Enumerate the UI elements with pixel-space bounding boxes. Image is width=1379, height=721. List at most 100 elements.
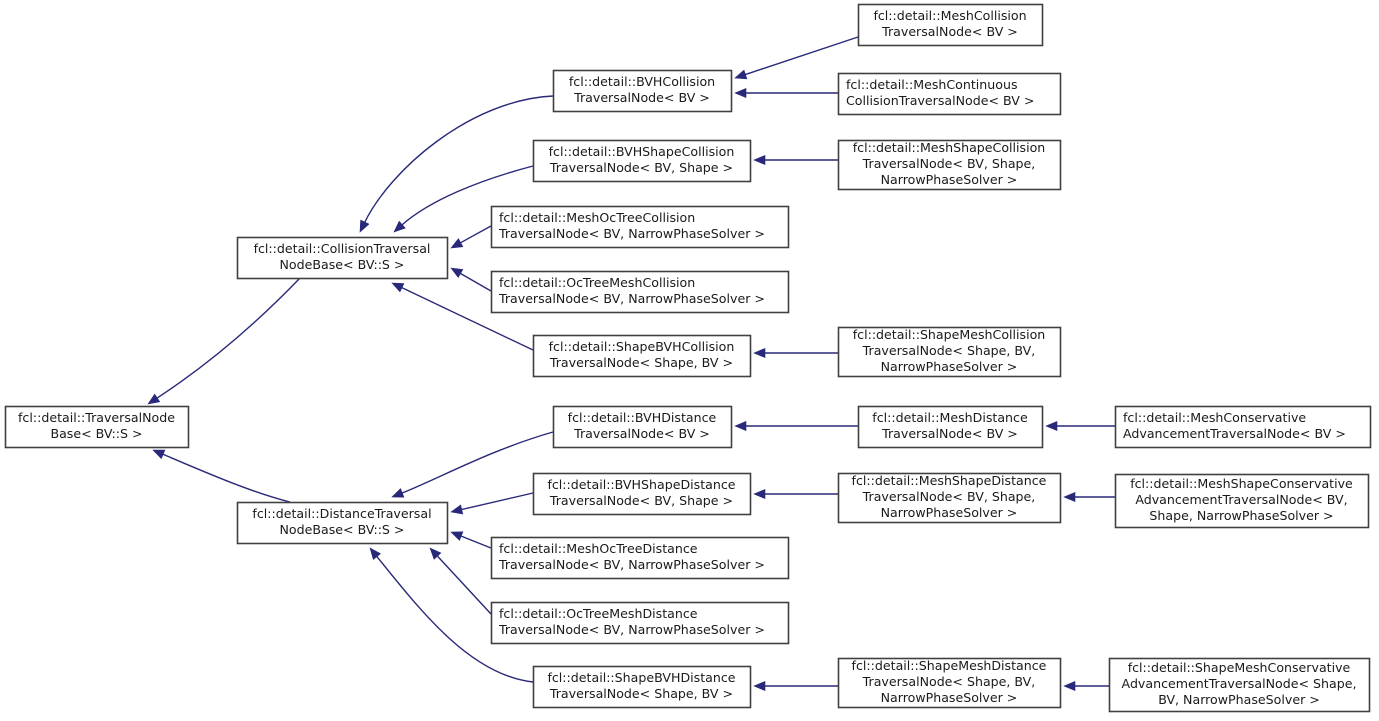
inheritance-arrow-head [734, 87, 747, 99]
class-node-label-line: TraversalNode< BV, Shape > [549, 160, 733, 175]
inheritance-arrow-head [393, 220, 406, 233]
class-node-box [236, 501, 449, 545]
inheritance-arrow-head [450, 504, 464, 515]
class-node-label-line: TraversalNode< Shape, BV > [549, 355, 733, 370]
inheritance-edge-line [400, 286, 534, 351]
class-node-label-line: TraversalNode< BV > [881, 24, 1018, 39]
class-node-label-line: fcl::detail::BVHDistance [568, 410, 717, 425]
class-node-octree-mesh-collision-traversal-node[interactable]: fcl::detail::OcTreeMeshCollisionTraversa… [490, 270, 790, 314]
class-node-box [490, 601, 790, 645]
inheritance-arrow-head [147, 393, 161, 405]
class-node-shape-bvh-distance-traversal-node[interactable]: fcl::detail::ShapeBVHDistanceTraversalNo… [532, 665, 752, 709]
class-node-label-line: NarrowPhaseSolver > [881, 690, 1018, 705]
class-node-shape-mesh-conservative-advancement-traversal-node[interactable]: fcl::detail::ShapeMeshConservativeAdvanc… [1108, 657, 1371, 713]
class-node-collision-traversal-node-base[interactable]: fcl::detail::CollisionTraversalNodeBase<… [236, 236, 449, 280]
inheritance-arrow-head [152, 449, 166, 460]
class-node-box [1114, 473, 1370, 529]
class-node-mesh-shape-distance-traversal-node[interactable]: fcl::detail::MeshShapeDistanceTraversalN… [837, 472, 1062, 524]
class-node-shape-mesh-collision-traversal-node[interactable]: fcl::detail::ShapeMeshCollisionTraversal… [837, 326, 1062, 378]
class-node-label-line: BV, NarrowPhaseSolver > [1158, 692, 1320, 707]
class-node-label-line: TraversalNode< Shape, BV, [862, 343, 1036, 358]
inheritance-arrow-head [753, 680, 766, 692]
inheritance-edge-line [460, 535, 492, 549]
inheritance-arrow-head [369, 547, 382, 560]
class-node-label-line: fcl::detail::OcTreeMeshCollision [499, 275, 695, 290]
inheritance-arrow-head [734, 69, 748, 80]
class-node-label-line: TraversalNode< BV > [573, 426, 710, 441]
class-node-label-line: TraversalNode< BV, NarrowPhaseSolver > [498, 291, 765, 306]
class-node-label-line: fcl::detail::MeshCollision [873, 8, 1026, 23]
inheritance-edge-line [161, 453, 291, 503]
class-node-label-line: NarrowPhaseSolver > [881, 172, 1018, 187]
inheritance-edge-line [401, 165, 534, 226]
class-node-label-line: Shape, NarrowPhaseSolver > [1149, 508, 1333, 523]
inheritance-arrow-head [753, 347, 766, 359]
class-node-shape-bvh-collision-traversal-node[interactable]: fcl::detail::ShapeBVHCollisionTraversalN… [532, 334, 752, 378]
inheritance-arrow-head [1063, 680, 1076, 692]
class-node-mesh-shape-collision-traversal-node[interactable]: fcl::detail::MeshShapeCollisionTraversal… [837, 139, 1062, 191]
class-node-distance-traversal-node-base[interactable]: fcl::detail::DistanceTraversalNodeBase< … [236, 501, 449, 545]
class-node-label-line: TraversalNode< BV, Shape, [862, 156, 1036, 171]
inheritance-edge [753, 680, 838, 692]
inheritance-edge [391, 282, 534, 351]
class-node-label-line: AdvancementTraversalNode< Shape, [1122, 676, 1357, 691]
class-node-octree-mesh-distance-traversal-node[interactable]: fcl::detail::OcTreeMeshDistanceTraversal… [490, 601, 790, 645]
inheritance-edge-line [363, 95, 554, 224]
inheritance-edge [429, 547, 492, 615]
class-node-label-line: fcl::detail::MeshContinuous [846, 77, 1018, 92]
class-node-mesh-shape-conservative-advancement-traversal-node[interactable]: fcl::detail::MeshShapeConservativeAdvanc… [1114, 473, 1370, 529]
class-node-mesh-distance-traversal-node[interactable]: fcl::detail::MeshDistanceTraversalNode< … [857, 405, 1044, 449]
class-node-label-line: fcl::detail::DistanceTraversal [252, 506, 431, 521]
class-node-mesh-continuous-collision-traversal-node[interactable]: fcl::detail::MeshContinuousCollisionTrav… [837, 72, 1062, 116]
class-node-label-line: NodeBase< BV::S > [280, 257, 405, 272]
class-node-box [4, 405, 190, 449]
inheritance-arrow-head [391, 282, 405, 293]
class-node-label-line: TraversalNode< BV > [881, 426, 1018, 441]
inheritance-edge [734, 36, 859, 80]
class-node-label-line: fcl::detail::MeshShapeDistance [852, 473, 1047, 488]
class-node-label-line: NodeBase< BV::S > [280, 522, 405, 537]
inheritance-edge [734, 420, 858, 432]
class-node-label-line: AdvancementTraversalNode< BV > [1123, 426, 1346, 441]
inheritance-edge-line [460, 492, 534, 511]
inheritance-edge [359, 95, 554, 233]
inheritance-edge [450, 492, 534, 515]
class-node-bvh-shape-distance-traversal-node[interactable]: fcl::detail::BVHShapeDistanceTraversalNo… [532, 472, 752, 516]
inheritance-edge [753, 488, 838, 500]
inheritance-edge [391, 431, 554, 498]
class-node-box [1114, 405, 1372, 449]
class-node-mesh-conservative-advancement-traversal-node[interactable]: fcl::detail::MeshConservativeAdvancement… [1114, 405, 1372, 449]
class-node-box [532, 665, 752, 709]
class-node-mesh-octree-distance-traversal-node[interactable]: fcl::detail::MeshOcTreeDistanceTraversal… [490, 536, 790, 580]
class-node-label-line: TraversalNode< BV > [573, 90, 710, 105]
class-node-label-line: TraversalNode< Shape, BV > [549, 686, 733, 701]
inheritance-arrow-head [1045, 420, 1058, 432]
class-node-box [552, 69, 733, 113]
class-node-bvh-collision-traversal-node[interactable]: fcl::detail::BVHCollisionTraversalNode< … [552, 69, 733, 113]
class-node-label-line: fcl::detail::TraversalNode [18, 410, 175, 425]
class-node-bvh-shape-collision-traversal-node[interactable]: fcl::detail::BVHShapeCollisionTraversalN… [532, 139, 752, 183]
inheritance-edge-line [155, 277, 301, 400]
class-node-label-line: NarrowPhaseSolver > [881, 505, 1018, 520]
class-node-label-line: CollisionTraversalNode< BV > [846, 93, 1034, 108]
class-node-shape-mesh-distance-traversal-node[interactable]: fcl::detail::ShapeMeshDistanceTraversalN… [837, 657, 1062, 709]
class-node-label-line: TraversalNode< BV, Shape, [862, 489, 1036, 504]
class-node-box [236, 236, 449, 280]
class-node-label-line: TraversalNode< BV, Shape > [549, 493, 733, 508]
inheritance-arrow-head [753, 488, 766, 500]
class-node-box [837, 326, 1062, 378]
class-node-label-line: fcl::detail::OcTreeMeshDistance [499, 606, 698, 621]
inheritance-arrow-head [450, 238, 464, 249]
class-node-box [532, 139, 752, 183]
class-node-mesh-collision-traversal-node[interactable]: fcl::detail::MeshCollisionTraversalNode<… [857, 3, 1044, 47]
class-node-mesh-octree-collision-traversal-node[interactable]: fcl::detail::MeshOcTreeCollisionTraversa… [490, 205, 790, 249]
inheritance-arrow-head [450, 531, 464, 541]
inheritance-edge [450, 531, 492, 549]
class-node-label-line: fcl::detail::MeshShapeConservative [1130, 476, 1353, 491]
class-node-label-line: fcl::detail::MeshShapeCollision [853, 140, 1046, 155]
